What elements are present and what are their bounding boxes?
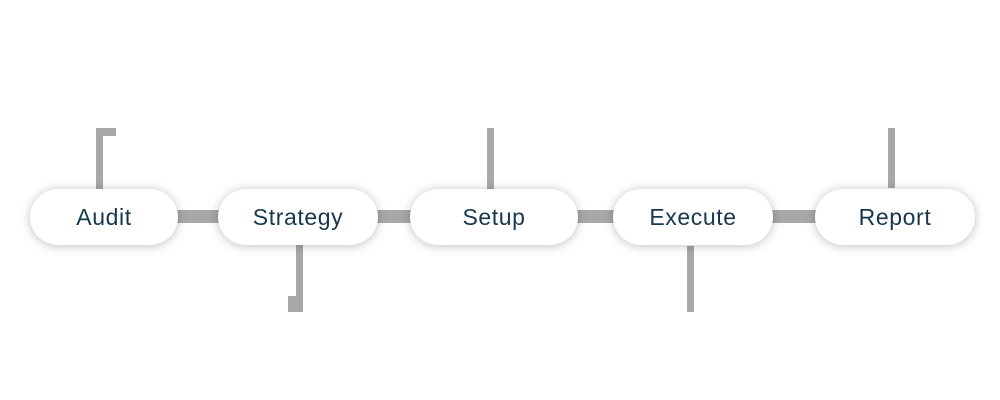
step-pill-setup: Setup [410, 189, 578, 245]
redacted-text-line [28, 10, 208, 30]
connector-strategy-setup [368, 210, 420, 223]
redacted-text-line [827, 96, 960, 109]
redacted-text-line [570, 362, 816, 375]
step-pill-audit: Audit [30, 189, 178, 245]
step-pill-report: Report [815, 189, 975, 245]
step-label-audit: Audit [76, 203, 132, 230]
connector-vertical-execute-below [687, 246, 694, 312]
redacted-text-line [428, 101, 558, 118]
connector-vertical-strategy-below [296, 244, 303, 312]
redacted-text-line [385, 82, 600, 97]
redacted-heading-line [810, 38, 978, 72]
redacted-text-line [57, 100, 175, 115]
step-label-strategy: Strategy [252, 203, 344, 230]
redacted-text-line [196, 378, 404, 396]
connector-vertical-setup-above [487, 128, 494, 190]
connector-audit-strategy [168, 210, 228, 223]
connector-vertical-audit-above [96, 128, 103, 190]
connector-elbow-audit-top [96, 128, 116, 136]
connector-execute-report [763, 210, 823, 223]
step-label-setup: Setup [462, 203, 526, 230]
redacted-text-line [202, 359, 393, 374]
step-pill-execute: Execute [613, 189, 773, 245]
redacted-heading-line [372, 40, 598, 75]
redacted-text-line [48, 81, 177, 96]
connector-setup-execute [568, 210, 623, 223]
step-label-execute: Execute [649, 203, 737, 230]
connector-elbow-strategy-bottom [288, 296, 303, 312]
redacted-heading-line [555, 318, 810, 353]
redacted-heading-line [185, 318, 408, 352]
connector-vertical-report-above [888, 128, 895, 188]
step-label-report: Report [858, 203, 932, 230]
redacted-text-line [790, 78, 993, 91]
redacted-heading-line [17, 33, 213, 73]
step-pill-strategy: Strategy [218, 189, 378, 245]
